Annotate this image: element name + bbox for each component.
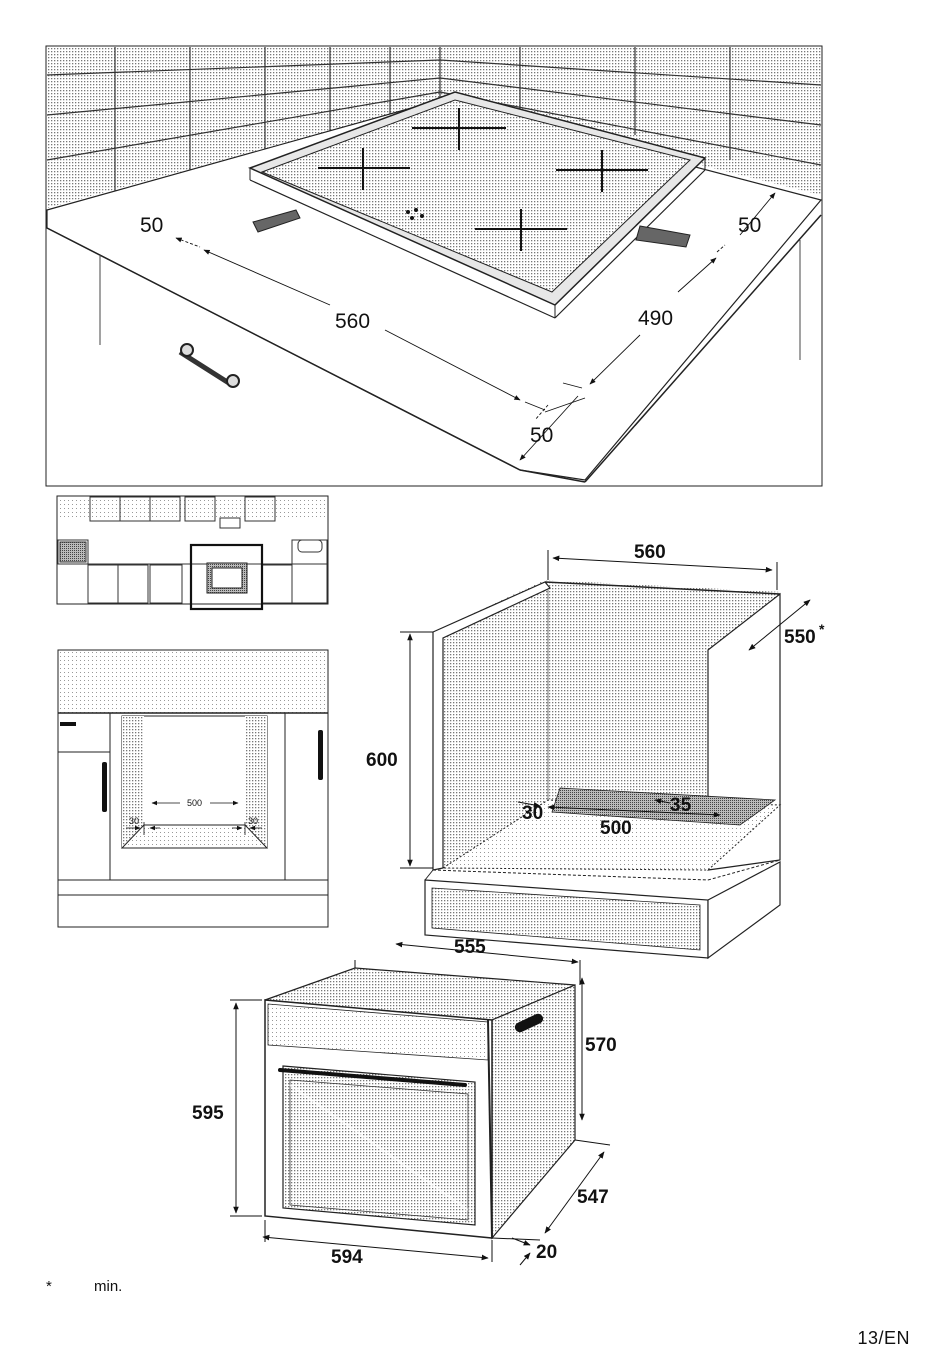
footnote: *min. (46, 1278, 122, 1295)
hob-front-clearance-label: 50 (530, 424, 553, 447)
niche-height-label: 600 (366, 750, 398, 771)
hob-cutout-width-label: 560 (335, 310, 370, 333)
niche-depth-min-marker: * (819, 621, 825, 637)
cabinet-niche-figure: 560 550 * 600 30 500 35 (366, 542, 825, 958)
niche-right-gap-label: 35 (670, 795, 692, 816)
oven-side-height-label: 570 (585, 1035, 617, 1056)
front-opening-label: 500 (187, 798, 202, 808)
hob-cutout-depth-label: 490 (638, 307, 673, 330)
front-left-gap-label: 30 (129, 816, 139, 826)
hob-right-clearance-label: 50 (738, 214, 761, 237)
niche-depth-label: 550 (784, 627, 816, 648)
oven-front-panel-label: 20 (536, 1242, 557, 1263)
niche-left-gap-label: 30 (522, 803, 543, 824)
niche-width-label: 560 (634, 542, 666, 563)
oven-depth-label: 547 (577, 1187, 609, 1208)
front-right-gap-label: 30 (248, 816, 258, 826)
hob-installation-figure: 50 560 490 50 50 (46, 46, 822, 486)
oven-front-height-label: 595 (192, 1103, 224, 1124)
footnote-text: min. (94, 1278, 122, 1295)
front-opening-detail-figure: 500 30 30 (58, 650, 328, 927)
oven-top-width-label: 555 (454, 937, 486, 958)
page-number: 13/EN (857, 1328, 910, 1349)
kitchen-overview-figure (57, 496, 328, 609)
footnote-marker: * (46, 1278, 94, 1295)
hob-left-clearance-label: 50 (140, 214, 163, 237)
oven-figure: 555 570 595 547 594 20 (192, 937, 617, 1268)
niche-opening-label: 500 (600, 818, 632, 839)
oven-front-width-label: 594 (331, 1247, 363, 1268)
